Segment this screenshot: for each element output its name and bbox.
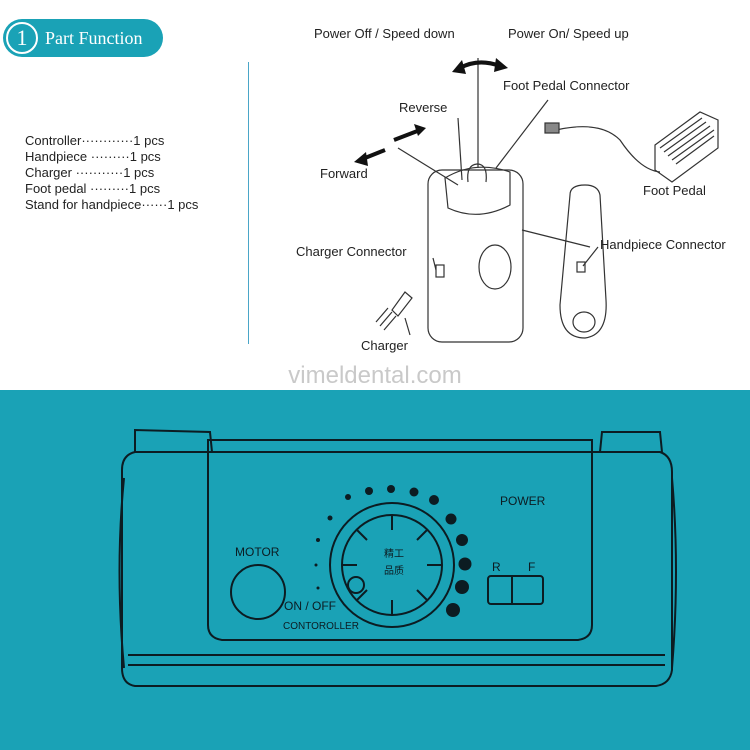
brand-label: CONTOROLLER [283,621,359,632]
label-power-off: Power Off / Speed down [314,26,455,41]
front-panel [207,439,593,641]
controller-shell [121,451,673,687]
label-foot-pedal: Foot Pedal [643,183,706,198]
handpiece-outline [559,184,607,339]
speed-dot [387,485,395,493]
controller-body-outline [427,169,524,343]
motor-label: MOTOR [235,545,280,559]
section-title: Part Function [45,28,143,48]
diagram-section [0,0,750,390]
speed-dot [345,494,351,500]
speed-dot [409,487,419,497]
speed-dot [456,534,468,546]
label-charger: Charger [361,338,408,353]
speed-dot [446,603,460,617]
power-label: POWER [500,494,546,508]
charger-plug [391,291,413,317]
device-diagram [354,58,719,343]
speed-dot [316,538,320,542]
vertical-divider [248,62,249,344]
controller-photo-section [0,390,750,750]
speed-indicator-dots [314,485,472,617]
label-power-on: Power On/ Speed up [508,26,629,41]
reverse-arrow [393,128,421,142]
speed-dot [314,563,318,567]
section-badge: 1 Part Function [3,19,163,57]
label-reverse: Reverse [399,100,448,115]
label-foot-pedal-connector: Foot Pedal Connector [503,78,630,93]
charger-port [435,264,445,278]
label-handpiece-connector: Handpiece Connector [600,237,726,252]
watermark: vimeldental.com [288,362,462,389]
on-off-label: ON / OFF [284,599,336,613]
list-item: Charger ···········1 pcs [25,165,155,180]
speed-dot [327,515,333,521]
speed-dot [429,495,439,505]
controller-top-cap [444,166,511,215]
parts-list: Controller············1 pcs Handpiece ··… [25,133,198,213]
forward-switch-label: F [528,560,536,574]
dial-text-top: 精工 [384,549,404,560]
list-item: Controller············1 pcs [25,133,165,148]
speed-dot [365,487,373,495]
speed-dot [445,513,457,525]
motor-button [230,564,286,620]
foot-pedal-cable [555,126,661,173]
foot-pedal-outline [654,111,719,183]
list-item: Foot pedal ·········1 pcs [25,181,161,196]
controller-knob-outline [478,244,512,290]
direction-switch [487,575,544,605]
speed-dot [458,557,472,571]
list-item: Handpiece ·········1 pcs [25,149,161,164]
dial-text-bottom: 品质 [384,566,404,577]
label-charger-connector: Charger Connector [296,244,407,259]
speed-dial [329,502,455,628]
speed-dot [316,586,320,590]
speed-dot [455,580,469,594]
step-number: 1 [6,22,38,54]
reverse-switch-label: R [492,560,501,574]
label-forward: Forward [320,166,368,181]
speed-knob [467,163,487,183]
list-item: Stand for handpiece······1 pcs [25,197,199,212]
